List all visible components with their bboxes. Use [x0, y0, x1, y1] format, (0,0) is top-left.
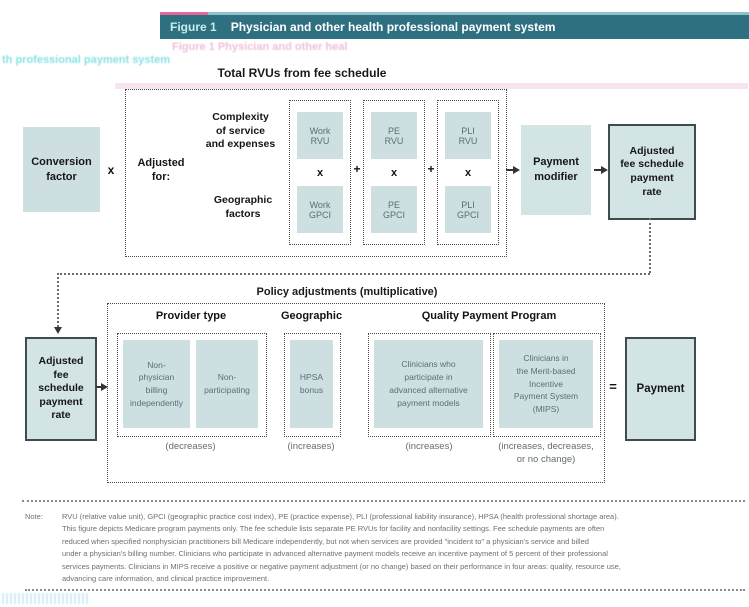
header-pink-stripe	[160, 12, 208, 15]
adjusted-for-label: Adjusted for:	[137, 157, 185, 184]
pli-gpci-box: PLI GPCI	[445, 186, 491, 233]
nonphysician-billing-box: Non- physician billing independently	[123, 340, 190, 428]
header-top-stripe	[160, 12, 749, 15]
nonparticipating-box: Non- participating	[196, 340, 258, 428]
arrow-right-icon	[513, 166, 520, 174]
render-artifact-bottom-smudge	[2, 593, 90, 604]
render-artifact-pink-band	[115, 83, 748, 89]
note-line: This figure depicts Medicare program pay…	[62, 524, 605, 534]
hpsa-bonus-box: HPSA bonus	[290, 340, 333, 428]
note-text: RVU (relative value unit), GPCI (geograp…	[62, 511, 748, 585]
qpp-mips-dotted-box	[493, 333, 601, 437]
geographic-factors-label: Geographic factors	[213, 194, 273, 220]
complexity-label: Complexity of service and expenses	[205, 111, 276, 151]
note-line: reduced when specified nonphysician prac…	[62, 536, 589, 546]
provider-type-effect-label: (decreases)	[165, 441, 216, 452]
arrow-right-icon	[594, 169, 602, 171]
figure-number-label: Figure 1	[170, 20, 217, 34]
qpp-apm-effect-label: (increases)	[405, 441, 453, 452]
pli-rvu-box: PLI RVU	[445, 112, 491, 159]
provider-type-dotted-box	[117, 333, 267, 437]
note-line: services payments. Clinicians in MIPS re…	[62, 561, 621, 571]
equals-operator: =	[609, 379, 617, 394]
arrow-right-icon	[506, 169, 514, 171]
qpp-heading: Quality Payment Program	[421, 310, 557, 322]
plus-operator-2: +	[427, 162, 435, 176]
multiply-operator: x	[107, 163, 115, 177]
provider-type-heading: Provider type	[155, 310, 227, 322]
connector-vertical-left	[57, 273, 59, 327]
mips-box: Clinicians in the Merit-based Incentive …	[499, 340, 593, 428]
work-gpci-box: Work GPCI	[297, 186, 343, 233]
rvu-dotted-container	[125, 89, 507, 257]
policy-dotted-container	[107, 303, 605, 483]
geographic-effect-label: (increases)	[287, 441, 335, 452]
adjusted-rate-box-bottom: Adjusted fee schedule payment rate	[25, 337, 97, 441]
note-label: Note:	[25, 512, 43, 521]
arrow-right-icon	[601, 166, 608, 174]
pe-gpci-box: PE GPCI	[371, 186, 417, 233]
pli-times-operator: x	[464, 166, 472, 179]
geographic-dotted-box	[284, 333, 341, 437]
plus-operator-1: +	[353, 162, 361, 176]
pe-rvu-box: PE RVU	[371, 112, 417, 159]
connector-vertical-right	[649, 218, 651, 273]
render-artifact-ghost-title-cyan: th professional payment system	[2, 54, 171, 66]
connector-horizontal	[57, 273, 650, 275]
qpp-apm-dotted-box	[368, 333, 491, 437]
adjusted-rate-box-top: Adjusted fee schedule payment rate	[608, 124, 696, 220]
payment-modifier-box: Payment modifier	[521, 125, 591, 215]
note-line: advancing care information, and clinical…	[62, 574, 270, 584]
qpp-mips-effect-label: (increases, decreases, or no change)	[498, 441, 594, 465]
top-flow-heading: Total RVUs from fee schedule	[217, 66, 387, 80]
payment-box: Payment	[625, 337, 696, 441]
pe-rvu-column: PE RVU x PE GPCI	[363, 100, 425, 245]
conversion-factor-box: Conversion factor	[23, 127, 100, 212]
advanced-apm-box: Clinicians who participate in advanced a…	[374, 340, 483, 428]
figure-title: Physician and other health professional …	[230, 20, 556, 34]
geographic-heading: Geographic	[280, 310, 343, 322]
render-artifact-ghost-title-pink: Figure 1 Physician and other heal	[172, 41, 348, 53]
note-bottom-rule	[25, 589, 745, 591]
note-top-rule	[22, 500, 745, 502]
pe-times-operator: x	[390, 166, 398, 179]
policy-flow-heading: Policy adjustments (multiplicative)	[256, 286, 438, 298]
work-rvu-column: Work RVU x Work GPCI	[289, 100, 351, 245]
work-rvu-box: Work RVU	[297, 112, 343, 159]
work-times-operator: x	[316, 166, 324, 179]
arrow-down-icon	[54, 327, 62, 334]
note-line: under a physician's billing number. Clin…	[62, 549, 608, 559]
note-line: RVU (relative value unit), GPCI (geograp…	[62, 512, 619, 521]
arrow-right-icon	[101, 383, 108, 391]
figure-header-bar: Figure 1 Physician and other health prof…	[160, 15, 749, 39]
pli-rvu-column: PLI RVU x PLI GPCI	[437, 100, 499, 245]
arrow-right-icon	[96, 386, 102, 388]
